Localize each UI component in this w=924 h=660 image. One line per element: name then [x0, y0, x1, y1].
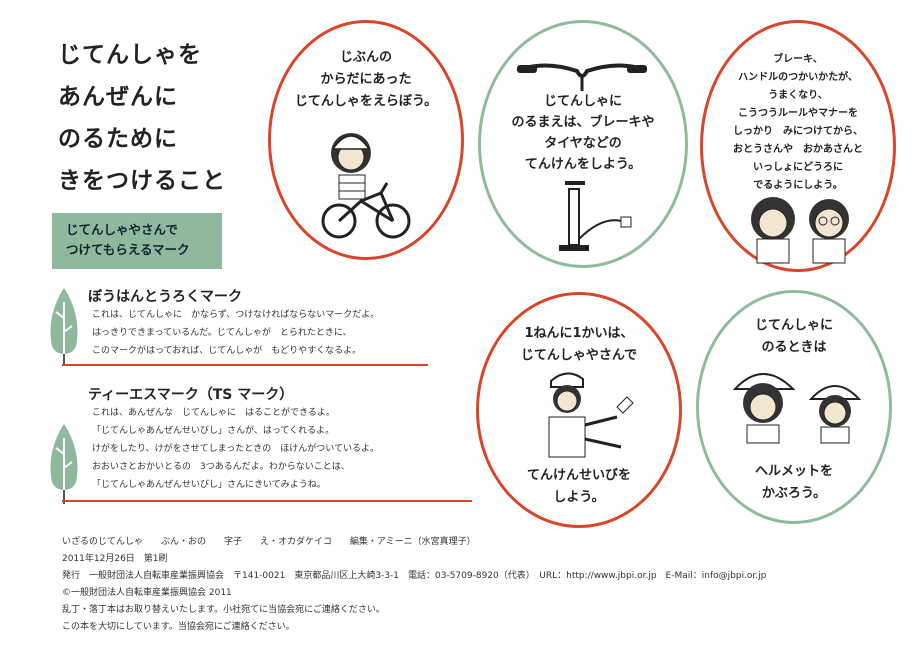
title-line-4: きをつけること	[58, 168, 226, 194]
tip-line: しよう。	[553, 490, 605, 505]
bouhan-line: これは、じてんしゃに かならず、つけなければならないマークだよ。	[92, 310, 380, 320]
ts-text: これは、あんぜんな じてんしゃに はることができるよ。 「じてんしゃあんぜんせい…	[92, 404, 379, 494]
tip-line: のるまえは、ブレーキや	[511, 115, 655, 130]
tip-line: ハンドルのつかいかたが、	[738, 72, 858, 83]
divider	[62, 500, 472, 502]
page-title: じてんしゃを あんぜんに のるために きをつけること	[58, 34, 268, 202]
ts-line: けがをしたり、けがをさせてしまったときの ほけんがついているよ。	[92, 444, 380, 454]
bouhan-line: はっきりできまっているんだ。じてんしゃが とられたときに、	[92, 328, 352, 338]
ts-title: ティーエスマーク（TS マーク）	[88, 387, 294, 403]
colophon-line: この本を大切にしています。当協会宛にご連絡ください。	[62, 622, 295, 632]
colophon-line: いざるのじてんしゃ ぶん・おの 字子 え・オカダケイコ 編集・アミーニ（水宮真理…	[62, 537, 476, 547]
tip-line: かぶろう。	[761, 486, 827, 501]
ts-line: これは、あんぜんな じてんしゃに はることができるよ。	[92, 408, 335, 418]
divider	[62, 364, 428, 366]
tip-line: のるときは	[761, 340, 827, 355]
tip-line: おとうさんや おかあさんと	[733, 144, 863, 155]
title-line-1: じてんしゃを	[58, 42, 202, 68]
marks-heading-line-2: つけてもらえるマーク	[66, 242, 190, 257]
pump-icon	[559, 181, 632, 251]
ts-line: 「じてんしゃあんぜんせいびし」さんにきいてみようね。	[92, 480, 326, 490]
tip-text-bottom: てんけんせいびを しよう。	[479, 465, 679, 509]
ts-line: おおいさとおかいとるの 3つあるんだよ。わからないことは、	[92, 462, 350, 472]
colophon: いざるのじてんしゃ ぶん・おの 字子 え・オカダケイコ 編集・アミーニ（水宮真理…	[62, 534, 766, 636]
colophon-line: ©一般財団法人自転車産業振興協会 2011	[62, 588, 232, 598]
parents-icon	[751, 197, 849, 264]
title-line-2: あんぜんに	[58, 84, 178, 110]
tip-line: いっしょにどうろに	[753, 162, 843, 173]
colophon-line: 発行 一般財団法人自転車産業振興協会 〒141-0021 東京都品川区上大崎3-…	[62, 571, 767, 581]
tip-circle-learn-rules: ブレーキ、 ハンドルのつかいかたが、 うまくなり、 こうつうルールやマナーを し…	[700, 20, 896, 272]
bouhan-title: ぼうはんとうろくマーク	[88, 289, 242, 305]
marks-heading-box: じてんしゃやさんで つけてもらえるマーク	[52, 213, 222, 269]
tip-line: でるようにしよう。	[753, 180, 843, 191]
tree-icon	[50, 288, 78, 366]
handlebar-icon	[517, 63, 647, 91]
tip-line: しっかり みにつけてから、	[733, 126, 863, 137]
tip-line: タイヤなどの	[544, 136, 622, 151]
tip-line: 1ねんに1かいは、	[524, 326, 634, 341]
colophon-line: 2011年12月26日 第1刷	[62, 554, 168, 564]
tip-text: じてんしゃに のるまえは、ブレーキや タイヤなどの てんけんをしよう。	[481, 91, 685, 175]
marks-heading-line-1: じてんしゃやさんで	[66, 222, 178, 237]
tip-circle-choose-bike: じぶんの からだにあった じてんしゃをえらぼう。	[268, 20, 464, 260]
tip-line: こうつうルールやマナーを	[738, 108, 858, 119]
tip-line: ブレーキ、	[773, 54, 823, 65]
tip-text-bottom: ヘルメットを かぶろう。	[699, 461, 889, 505]
tip-line: からだにあった	[320, 72, 412, 87]
tree-icon	[50, 424, 78, 504]
tip-text-top: 1ねんに1かいは、 じてんしゃやさんで	[479, 323, 679, 367]
tip-circle-inspect: じてんしゃに のるまえは、ブレーキや タイヤなどの てんけんをしよう。	[478, 20, 688, 268]
bouhan-line: このマークがはっておれば、じてんしゃが もどりやすくなるよ。	[92, 346, 362, 356]
tip-text: ブレーキ、 ハンドルのつかいかたが、 うまくなり、 こうつうルールやマナーを し…	[703, 51, 893, 195]
tip-line: ヘルメットを	[754, 464, 833, 479]
colophon-line: 乱丁・落丁本はお取り替えいたします。小社宛てに当協会宛にご連絡ください。	[62, 605, 385, 615]
tip-circle-yearly-check: 1ねんに1かいは、 じてんしゃやさんで てんけんせいびを しよう。	[476, 292, 682, 528]
tip-line: じぶんの	[339, 50, 392, 65]
tip-circle-helmet: じてんしゃに のるときは ヘルメットを かぶろう。	[696, 290, 892, 524]
tip-line: じてんしゃに	[543, 94, 622, 109]
tip-line: じてんしゃに	[754, 318, 833, 333]
kids-helmet-icon	[732, 373, 862, 444]
ts-line: 「じてんしゃあんぜんせいびし」さんが、はってくれるよ。	[92, 426, 335, 436]
tip-text: じぶんの からだにあった じてんしゃをえらぼう。	[271, 47, 461, 113]
tip-line: じてんしゃやさんで	[520, 348, 638, 363]
tip-line: じてんしゃをえらぼう。	[294, 94, 438, 109]
tip-text-top: じてんしゃに のるときは	[699, 315, 889, 359]
tip-line: てんけんせいびを	[526, 468, 631, 483]
tip-line: てんけんをしよう。	[524, 157, 642, 172]
mechanic-icon	[548, 372, 634, 458]
title-line-3: のるために	[58, 126, 178, 152]
bouhan-text: これは、じてんしゃに かならず、つけなければならないマークだよ。 はっきりできま…	[92, 306, 379, 360]
child-on-bike-icon	[321, 133, 411, 239]
tip-line: うまくなり、	[768, 90, 828, 101]
